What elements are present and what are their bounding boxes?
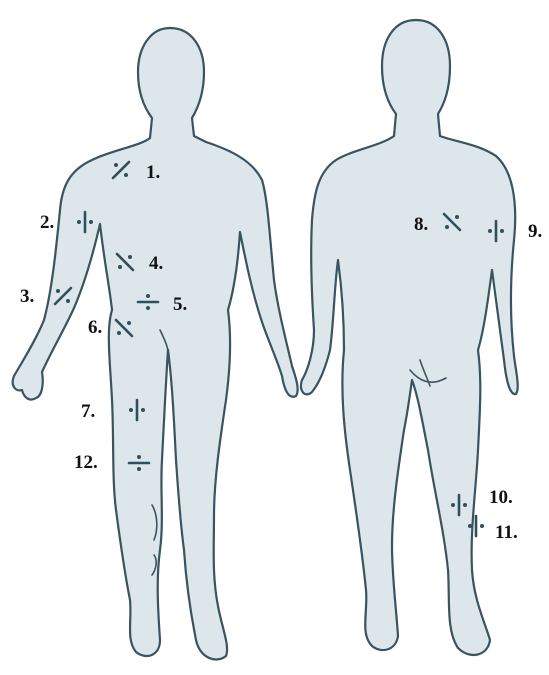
marker-label-4: 4. [149,254,163,273]
marker-label-10: 10. [489,488,513,507]
marker-label-5: 5. [173,295,187,314]
front-body-figure [13,28,298,659]
marker-label-11: 11. [495,523,518,542]
marker-label-12: 12. [74,453,98,472]
marker-label-8: 8. [414,215,428,234]
back-body-figure [301,20,518,655]
marker-label-9: 9. [528,222,542,241]
marker-label-6: 6. [88,318,102,337]
marker-label-1: 1. [146,163,160,182]
marker-label-2: 2. [40,213,54,232]
marker-label-3: 3. [20,287,34,306]
marker-label-7: 7. [81,402,95,421]
